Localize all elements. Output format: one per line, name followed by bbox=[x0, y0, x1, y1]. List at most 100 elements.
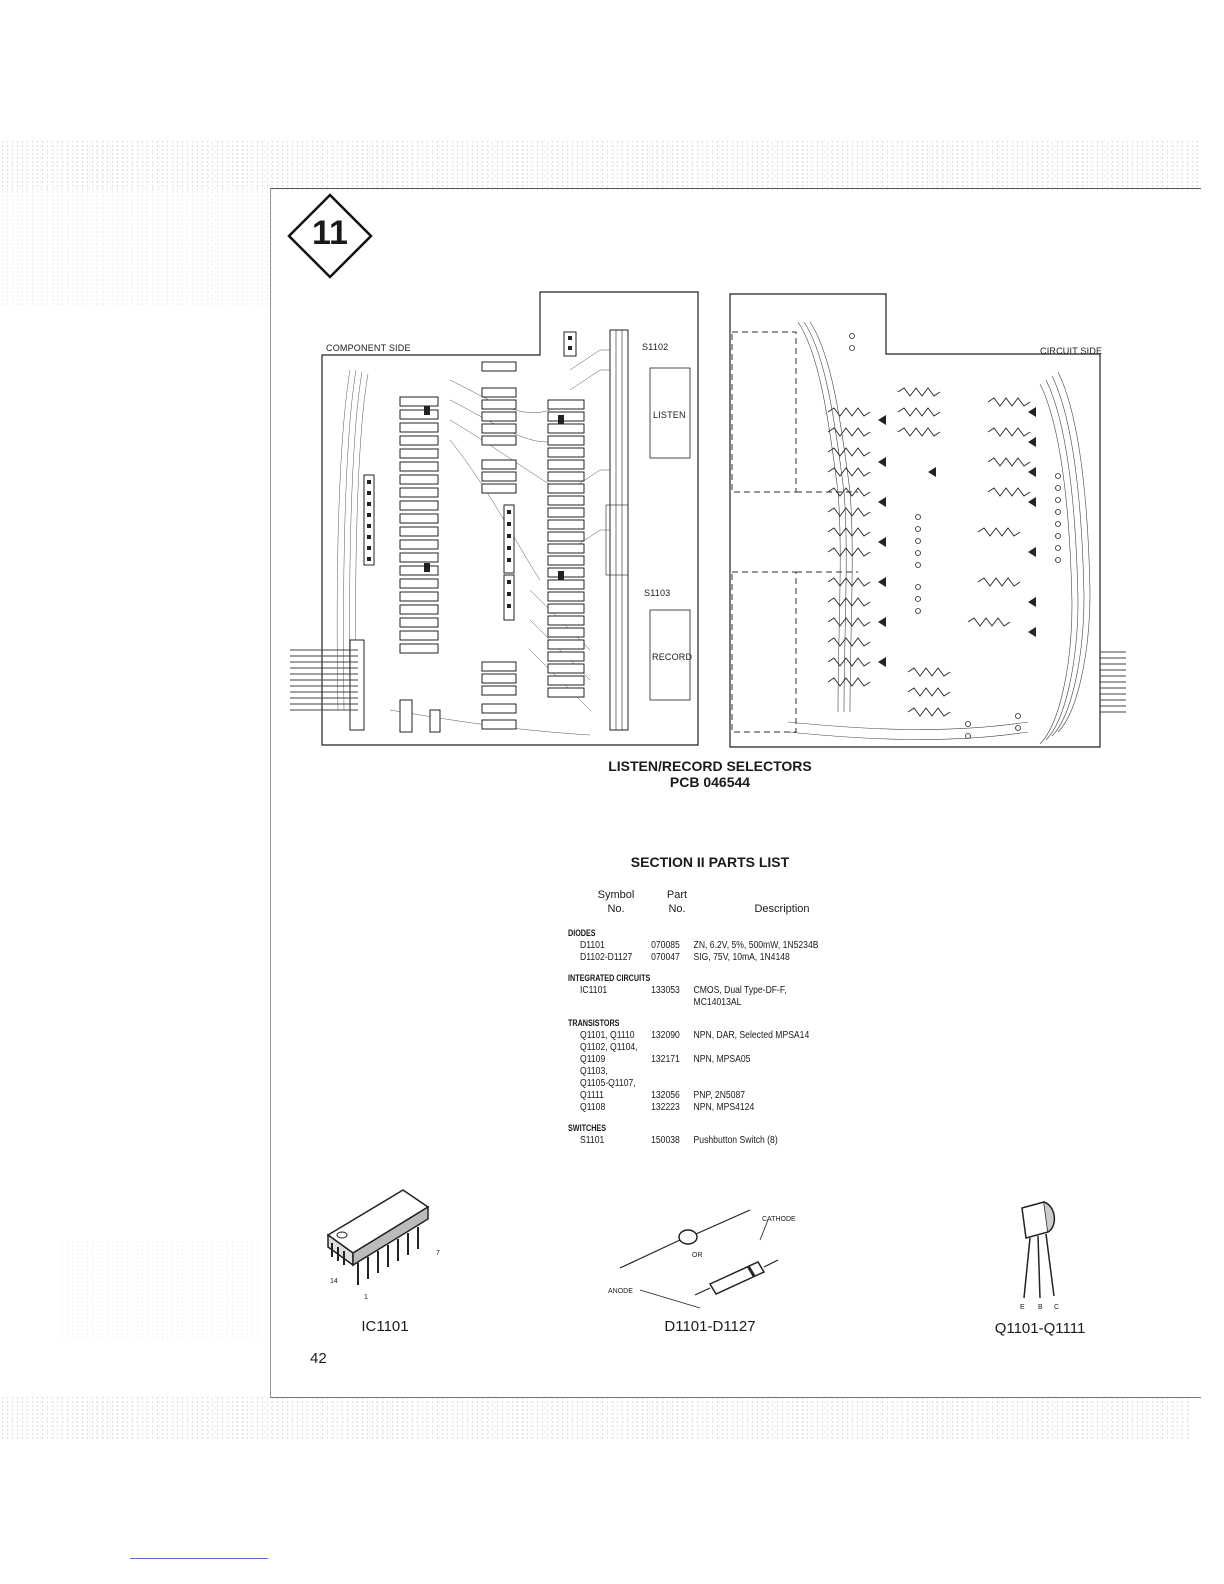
symbol-cell: Q1101, Q1110 bbox=[580, 1030, 635, 1041]
table-row: Q1101, Q1110 132090 NPN, DAR, Selected MPS… bbox=[568, 1030, 912, 1042]
col-symbol-header: Symbol No. bbox=[590, 888, 642, 916]
table-row: IC1101 133053 CMOS, Dual Type-DF-F, bbox=[568, 985, 912, 997]
symbol-cell bbox=[568, 997, 642, 1009]
symbol-cell: IC1101 bbox=[580, 985, 608, 996]
description-cell bbox=[694, 1078, 912, 1090]
diode-caption: D1101-D1127 bbox=[664, 1318, 756, 1335]
s1103-label: S1103 bbox=[644, 588, 671, 598]
part-cell: 070085 bbox=[651, 940, 680, 951]
record-label: RECORD bbox=[652, 652, 693, 662]
part-cell: 132171 bbox=[651, 1054, 680, 1065]
table-row: S1101 150038 Pushbutton Switch (8) bbox=[568, 1135, 912, 1147]
part-cell bbox=[642, 1042, 694, 1054]
parts-group-integrated-circuits: INTEGRATED CIRCUITS IC1101 133053 CMOS, Du… bbox=[568, 973, 968, 1009]
diode-cathode-label: CATHODE bbox=[762, 1216, 796, 1223]
symbol-cell: Q1109 bbox=[580, 1054, 606, 1065]
description-cell: NPN, MPSA05 bbox=[693, 1054, 751, 1065]
description-cell: NPN, DAR, Selected MPSA14 bbox=[693, 1030, 810, 1041]
scan-noise-top bbox=[0, 140, 1200, 190]
table-row: Q1102, Q1104, bbox=[568, 1042, 912, 1054]
component-side-label: COMPONENT SIDE bbox=[326, 343, 411, 353]
section-badge-icon bbox=[287, 193, 373, 279]
description-cell: CMOS, Dual Type-DF-F, bbox=[693, 985, 787, 996]
transistor-e-label: E bbox=[1020, 1304, 1025, 1311]
page-number: 42 bbox=[310, 1350, 327, 1367]
symbol-cell: Q1108 bbox=[580, 1102, 606, 1113]
description-cell: MC14013AL bbox=[693, 997, 742, 1008]
diode-drawing-icon bbox=[619, 1209, 779, 1309]
col-symbol-line2: No. bbox=[607, 903, 625, 915]
scan-noise-left-low bbox=[60, 1240, 260, 1340]
table-row: Q1105-Q1107, bbox=[568, 1078, 912, 1090]
parts-group-transistors: TRANSISTORS Q1101, Q1110 132090 NPN, DAR, … bbox=[568, 1018, 968, 1114]
transistor-to92-icon bbox=[1021, 1201, 1056, 1299]
section-number: 11 bbox=[312, 214, 348, 252]
description-cell bbox=[694, 1066, 912, 1078]
symbol-cell: Q1105-Q1107, bbox=[580, 1078, 636, 1089]
part-cell bbox=[642, 1066, 694, 1078]
scan-noise-bottom bbox=[0, 1396, 1190, 1440]
description-cell bbox=[694, 1042, 912, 1054]
page-sheet bbox=[270, 188, 1201, 1398]
description-cell: SIG, 75V, 10mA, 1N4148 bbox=[693, 952, 790, 963]
part-cell: 070047 bbox=[651, 952, 680, 963]
description-cell: NPN, MPS4124 bbox=[693, 1102, 755, 1113]
col-part-line2: No. bbox=[668, 903, 686, 915]
listen-label: LISTEN bbox=[653, 410, 686, 420]
part-cell: 132223 bbox=[651, 1102, 680, 1113]
pcb-title-line: LISTEN/RECORD SELECTORS bbox=[608, 758, 812, 774]
description-cell: PNP, 2N5087 bbox=[693, 1090, 746, 1101]
table-row: Q1111 132056 PNP, 2N5087 bbox=[568, 1090, 912, 1102]
circuit-side-label: CIRCUIT SIDE bbox=[1040, 346, 1103, 356]
table-row: MC14013AL bbox=[568, 997, 912, 1009]
symbol-cell: Q1103, bbox=[580, 1066, 608, 1077]
symbol-cell: D1102-D1127 bbox=[580, 952, 633, 963]
description-cell: ZN, 6.2V, 5%, 500mW, 1N5234B bbox=[693, 940, 819, 951]
pcb-subtitle: PCB 046544 bbox=[669, 774, 751, 790]
table-row: D1101 070085 ZN, 6.2V, 5%, 500mW, 1N5234B bbox=[568, 940, 912, 952]
footer-link-underline bbox=[130, 1558, 268, 1559]
symbol-cell: S1101 bbox=[580, 1135, 605, 1146]
s1102-label: S1102 bbox=[642, 342, 669, 352]
parts-list: DIODES D1101 070085 ZN, 6.2V, 5%, 500mW, 1… bbox=[568, 928, 968, 1156]
part-cell: 133053 bbox=[651, 985, 680, 996]
circuit-side-pcb-drawing bbox=[729, 293, 1126, 748]
symbol-cell: Q1111 bbox=[580, 1090, 604, 1101]
part-cell: 150038 bbox=[651, 1135, 680, 1146]
parts-list-title: SECTION II PARTS LIST bbox=[630, 854, 790, 870]
part-cell: 132090 bbox=[651, 1030, 680, 1041]
table-row: D1102-D1127 070047 SIG, 75V, 10mA, 1N4148 bbox=[568, 952, 912, 964]
part-cell bbox=[642, 1078, 694, 1090]
symbol-cell: Q1102, Q1104, bbox=[580, 1042, 638, 1053]
ic-pin-14-label: 14 bbox=[330, 1278, 338, 1285]
part-cell: 132056 bbox=[651, 1090, 680, 1101]
symbol-cell: D1101 bbox=[580, 940, 605, 951]
group-title: INTEGRATED CIRCUITS bbox=[568, 973, 651, 983]
diode-anode-label: ANODE bbox=[608, 1288, 633, 1295]
group-title: DIODES bbox=[568, 928, 596, 938]
pcb-title: LISTEN/RECORD SELECTORS PCB 046544 bbox=[560, 758, 860, 790]
col-part-line1: Part bbox=[666, 889, 688, 901]
component-side-pcb-drawing bbox=[290, 291, 699, 746]
ic-caption: IC1101 bbox=[361, 1318, 409, 1335]
col-symbol-line1: Symbol bbox=[597, 889, 635, 901]
group-title: SWITCHES bbox=[568, 1123, 607, 1133]
col-description-header: Description bbox=[754, 903, 810, 915]
table-row: Q1103, bbox=[568, 1066, 912, 1078]
ic-pin-7-label: 7 bbox=[436, 1250, 440, 1257]
transistor-caption: Q1101-Q1111 bbox=[994, 1320, 1086, 1337]
transistor-c-label: C bbox=[1054, 1304, 1060, 1311]
ic-package-icon bbox=[326, 1189, 430, 1285]
scan-noise-left bbox=[0, 190, 272, 305]
part-cell bbox=[642, 997, 694, 1009]
table-row: Q1109 132171 NPN, MPSA05 bbox=[568, 1054, 912, 1066]
ic-pin-1-label: 1 bbox=[364, 1294, 368, 1301]
diode-or-label: OR bbox=[692, 1252, 703, 1259]
description-cell: Pushbutton Switch (8) bbox=[693, 1135, 778, 1146]
parts-group-switches: SWITCHES S1101 150038 Pushbutton Switch (8… bbox=[568, 1123, 968, 1147]
parts-group-diodes: DIODES D1101 070085 ZN, 6.2V, 5%, 500mW, 1… bbox=[568, 928, 968, 964]
group-title: TRANSISTORS bbox=[568, 1018, 620, 1028]
col-part-header: Part No. bbox=[660, 888, 694, 916]
transistor-b-label: B bbox=[1038, 1304, 1043, 1311]
table-row: Q1108 132223 NPN, MPS4124 bbox=[568, 1102, 912, 1114]
